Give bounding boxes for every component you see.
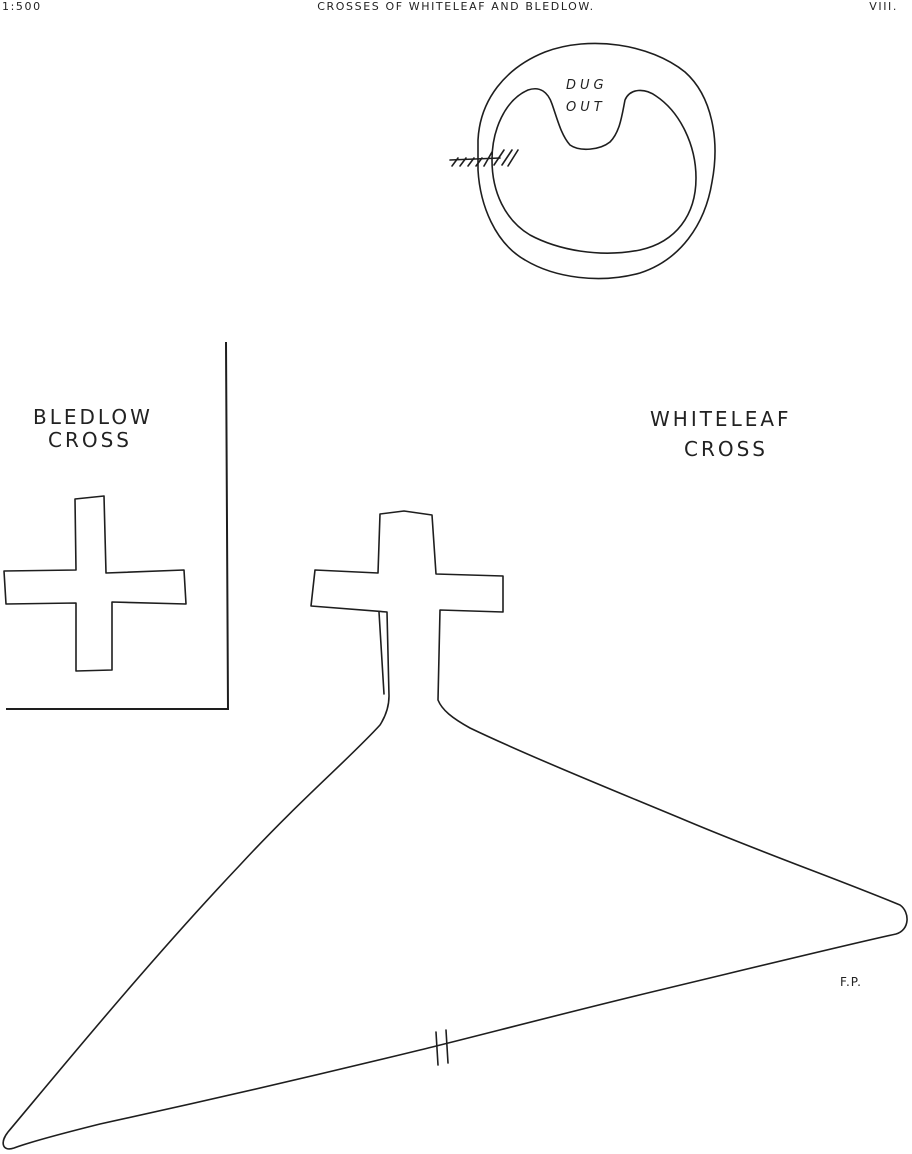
whiteleaf-label-line2: CROSS <box>684 437 768 461</box>
scale-label: 1:500 <box>2 0 42 13</box>
bledlow-frame <box>6 341 230 710</box>
plate-header: 1:500 CROSSES OF WHITELEAF AND BLEDLOW. … <box>0 0 912 20</box>
whiteleaf-label-line1: WHITELEAF <box>650 407 792 431</box>
bledlow-cross <box>3 495 187 672</box>
bledlow-inset: BLEDLOW CROSS <box>3 341 230 710</box>
base-break-mark-2 <box>445 1029 449 1064</box>
plate-title: CROSSES OF WHITELEAF AND BLEDLOW. <box>317 0 595 13</box>
ring-inner-edge <box>491 88 697 254</box>
base-break-mark-1 <box>435 1031 439 1066</box>
dug-out-label-line2: OUT <box>566 100 606 115</box>
author-initials: F.P. <box>840 975 862 989</box>
whiteleaf-cross-and-base <box>2 510 908 1150</box>
whiteleaf-figure: WHITELEAF CROSS <box>2 407 908 1150</box>
dug-out-label-line1: DUG <box>566 78 608 93</box>
bledlow-label-line1: BLEDLOW <box>33 405 153 429</box>
cross-arm-inner-line <box>378 611 385 695</box>
ring-hatching <box>449 149 519 167</box>
ring-outer-bank <box>477 42 716 280</box>
bledlow-label-line2: CROSS <box>48 428 132 452</box>
ring-earthwork: DUG OUT <box>449 42 716 280</box>
plate-number: VIII. <box>869 0 898 13</box>
